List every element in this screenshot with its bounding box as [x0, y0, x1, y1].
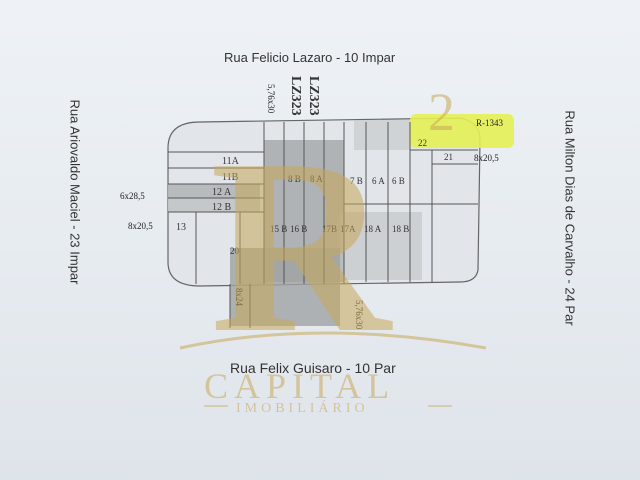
- lot-label-18b: 18 B: [392, 224, 409, 234]
- dim-left-1: 6x28,5: [120, 191, 145, 201]
- lot-shade-left-1: [168, 184, 260, 198]
- lot-label-7b: 7 B: [350, 176, 363, 186]
- dim-top-vertical: 5,76x30: [266, 84, 276, 114]
- code-lz323-2: LZ323: [306, 76, 321, 116]
- lot-label-15b: 15 B: [270, 224, 287, 234]
- lot-label-12a: 12 A: [212, 187, 232, 198]
- lot-shade-left-2: [168, 198, 260, 212]
- lot-label-11a: 11A: [222, 156, 240, 167]
- watermark-sup: 2: [428, 82, 455, 142]
- watermark-mark: R: [210, 108, 393, 385]
- lot-label-17a: 17A: [340, 224, 356, 234]
- lot-shade-right-1: [354, 120, 410, 150]
- dim-bottom-vertical: 8x24: [234, 288, 244, 307]
- dim-left-2: 8x20,5: [128, 221, 153, 231]
- lot-label-11b: 11B: [222, 172, 239, 183]
- lot-label-13: 13: [176, 222, 186, 233]
- street-label-top: Rua Felicio Lazaro - 10 Impar: [224, 50, 396, 65]
- lot-shade-bottom: [230, 248, 340, 326]
- dim-bottom-right: 5,76x30: [354, 300, 364, 330]
- lot-label-6a: 6 A: [372, 176, 385, 186]
- watermark-name: CAPITAL: [204, 366, 395, 406]
- lot-label-16: 16 B: [290, 224, 307, 234]
- lot-lines: [168, 122, 478, 328]
- lot-label-6b: 6 B: [392, 176, 405, 186]
- lot-label-8b: 8 B: [288, 174, 301, 184]
- lot-label-8a: 8 A: [310, 174, 323, 184]
- watermark-logo: R 2 CAPITAL IMOBILIÁRIO: [179, 82, 487, 416]
- highlight-marker: [410, 114, 514, 148]
- street-label-bottom: Rua Felix Guisaro - 10 Par: [230, 360, 396, 376]
- watermark-sub: IMOBILIÁRIO: [236, 399, 369, 416]
- lot-label-20: 20: [230, 246, 240, 256]
- lot-label-17b: 17B: [322, 224, 337, 234]
- highlight-label: R-1343: [476, 118, 504, 128]
- lot-label-21: 21: [444, 152, 453, 162]
- lot-label-18a: 18 A: [364, 224, 382, 234]
- lot-shade-right-2: [340, 212, 422, 280]
- watermark-swoosh: [179, 331, 487, 350]
- lot-label-22: 22: [418, 138, 427, 148]
- code-lz323-1: LZ323: [288, 76, 303, 116]
- lot-label-12b: 12 B: [212, 202, 232, 213]
- dim-right: 8x20,5: [474, 153, 499, 163]
